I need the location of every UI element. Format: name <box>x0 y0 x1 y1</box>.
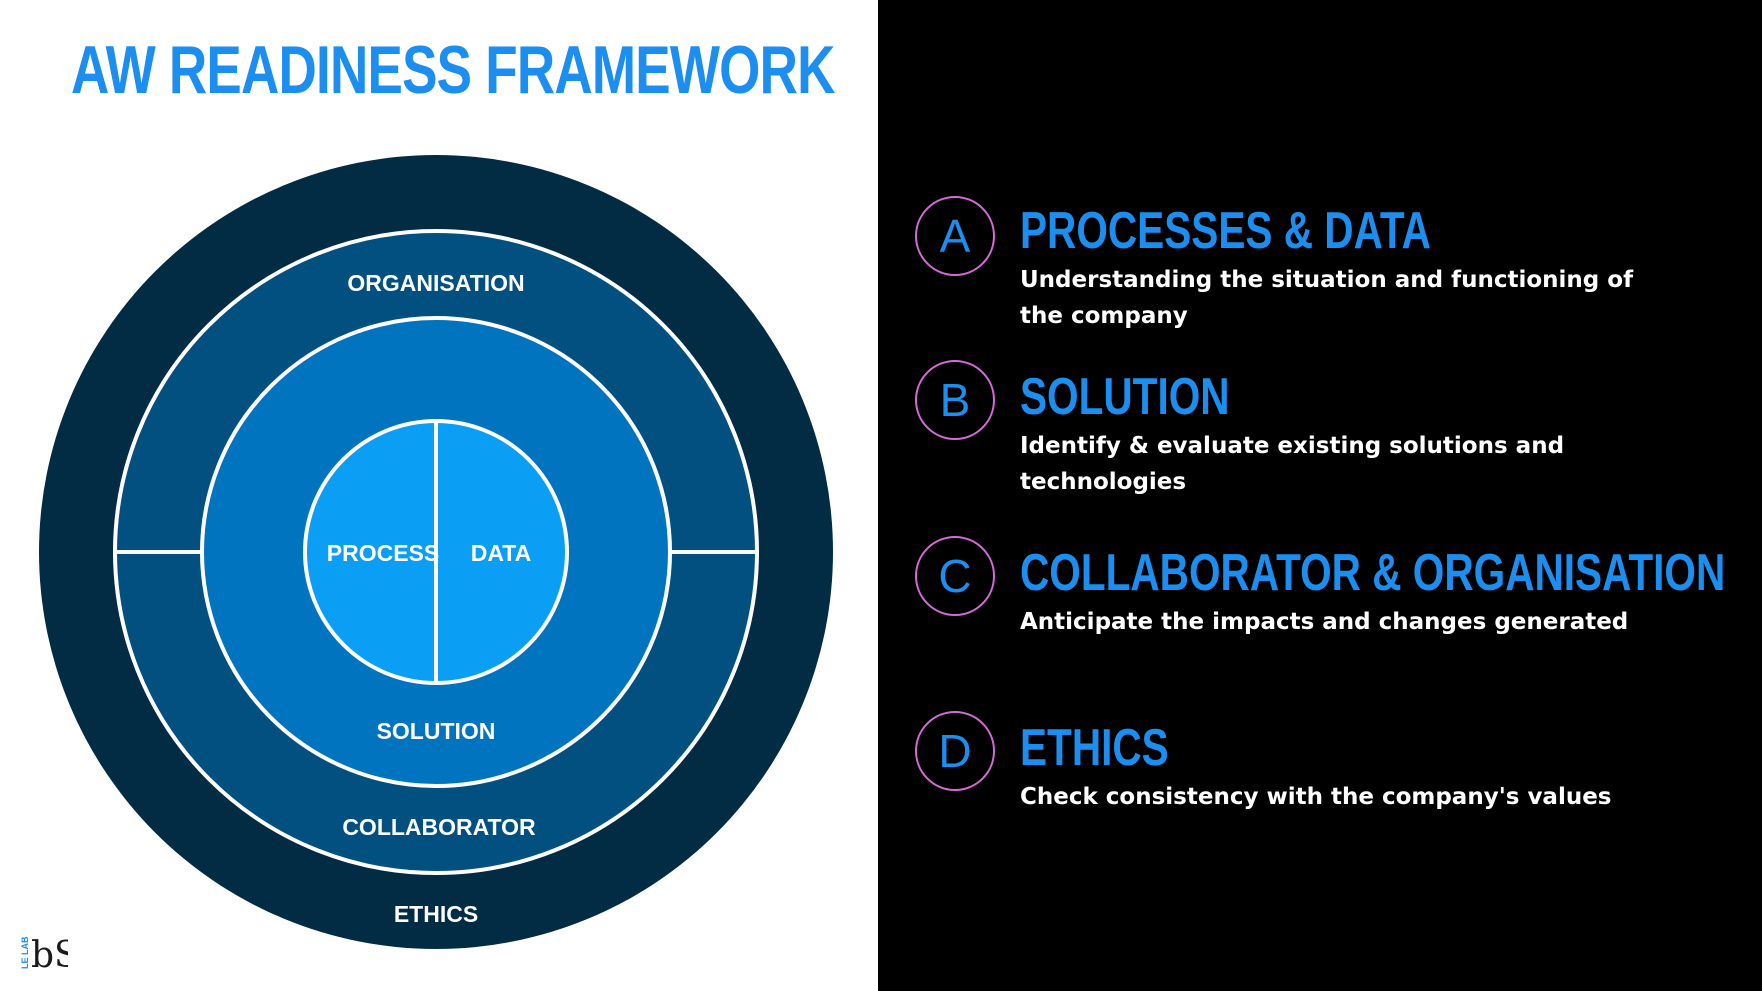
item-title-b: SOLUTION <box>1020 368 1230 426</box>
readiness-diagram: ORGANISATION PROCESS DATA SOLUTION COLLA… <box>39 155 833 949</box>
item-title-a: PROCESSES & DATA <box>1020 202 1431 260</box>
item-description-c: Anticipate the impacts and changes gener… <box>1020 609 1629 635</box>
label-collaborator: COLLABORATOR <box>342 814 536 840</box>
label-organisation: ORGANISATION <box>347 270 524 296</box>
letter-circle-d: D <box>915 711 995 791</box>
letter-circle-a: A <box>915 196 995 276</box>
item-description-d: Check consistency with the company's val… <box>1020 784 1612 810</box>
label-data: DATA <box>471 540 531 566</box>
letter-circle-b: B <box>915 360 995 440</box>
item-description-a: Understanding the situation and function… <box>1020 267 1634 329</box>
logo-mark: bS <box>31 935 68 975</box>
right-panel: A PROCESSES & DATA Understanding the sit… <box>878 0 1762 991</box>
left-panel: AW READINESS FRAMEWORK ORGANISATION PROC… <box>0 0 878 991</box>
item-title-d: ETHICS <box>1020 719 1169 777</box>
label-process: PROCESS <box>327 540 439 566</box>
item-title-c: COLLABORATOR & ORGANISATION <box>1020 544 1726 602</box>
label-solution: SOLUTION <box>377 718 496 744</box>
label-ethics: ETHICS <box>394 901 478 927</box>
letter-circle-c: C <box>915 536 995 616</box>
logo-caption: LE LAB <box>20 936 30 969</box>
item-description-b: Identify & evaluate existing solutions a… <box>1020 433 1565 495</box>
le-lab-logo: LE LAB bS <box>20 935 68 975</box>
